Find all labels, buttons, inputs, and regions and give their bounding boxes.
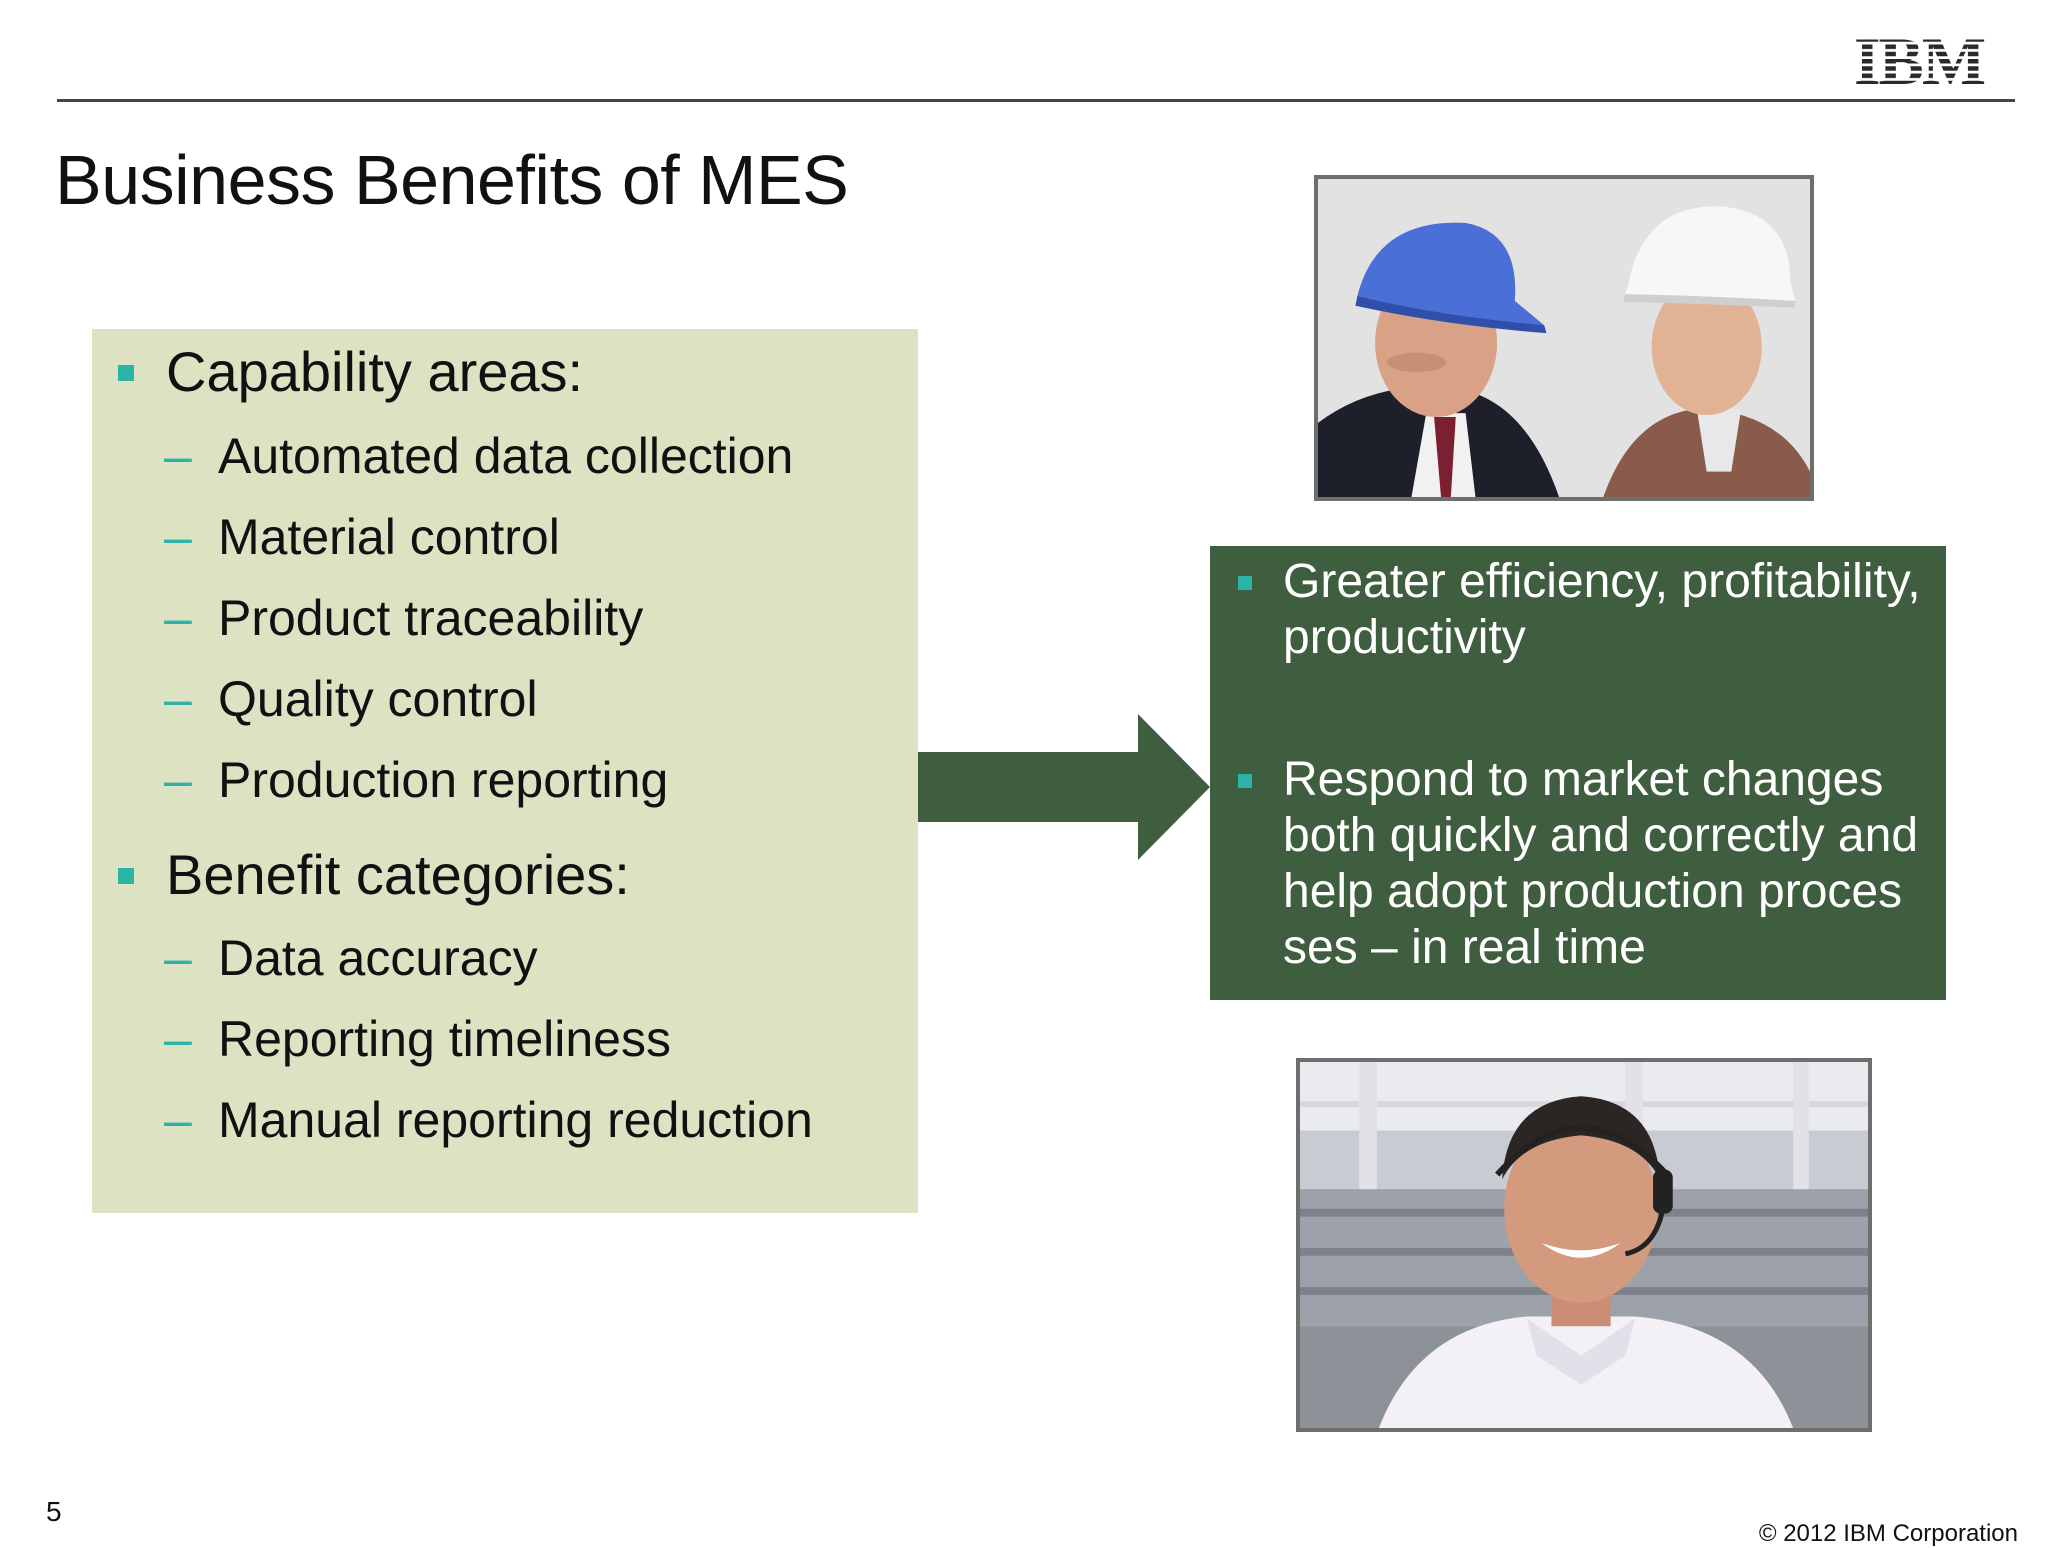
square-bullet-icon [118,365,134,381]
page-number: 5 [46,1496,62,1527]
capabilities-panel: Capability areas: – Automated data colle… [92,329,918,1213]
square-bullet-icon [1238,774,1252,788]
workers-hardhats-photo [1314,175,1814,501]
dash-icon: – [164,752,192,808]
ibm-logo-graphic: IBM [1852,30,1986,88]
square-bullet-icon [118,868,134,884]
sub-bullet-label: Material control [218,509,560,565]
dash-icon: – [164,671,192,727]
dash-icon: – [164,428,192,484]
sub-bullet-label: Production reporting [218,752,669,808]
copyright-notice: © 2012 IBM Corporation [1758,1520,2018,1547]
page-title: Business Benefits of MES [55,141,849,219]
dash-icon: – [164,590,192,646]
sub-bullet-label: Reporting timeliness [218,1011,671,1067]
square-bullet-icon [1238,576,1252,590]
right-arrow-icon [918,714,1210,860]
benefits-panel: Greater efficiency, profitability, produ… [1210,546,1946,1000]
header-rule [57,99,2015,102]
sub-bullet-label: Manual reporting reduction [218,1092,813,1148]
sub-bullet-label: Quality control [218,671,538,727]
sub-bullet-label: Product traceability [218,590,644,646]
dash-icon: – [164,1092,192,1148]
benefit-text: Respond to market changes both quickly a… [1283,753,1919,974]
dash-icon: – [164,930,192,986]
sub-bullet-label: Data accuracy [218,930,538,986]
bullet-label: Capability areas: [166,340,584,403]
bullet-label: Benefit categories: [166,843,630,906]
dash-icon: – [164,509,192,565]
headset-agent-photo [1296,1058,1872,1432]
dash-icon: – [164,1011,192,1067]
ibm-logo: IBM [1852,30,1986,88]
sub-bullet-label: Automated data collection [218,428,794,484]
benefit-text: Greater efficiency, profitability, produ… [1283,555,1921,664]
